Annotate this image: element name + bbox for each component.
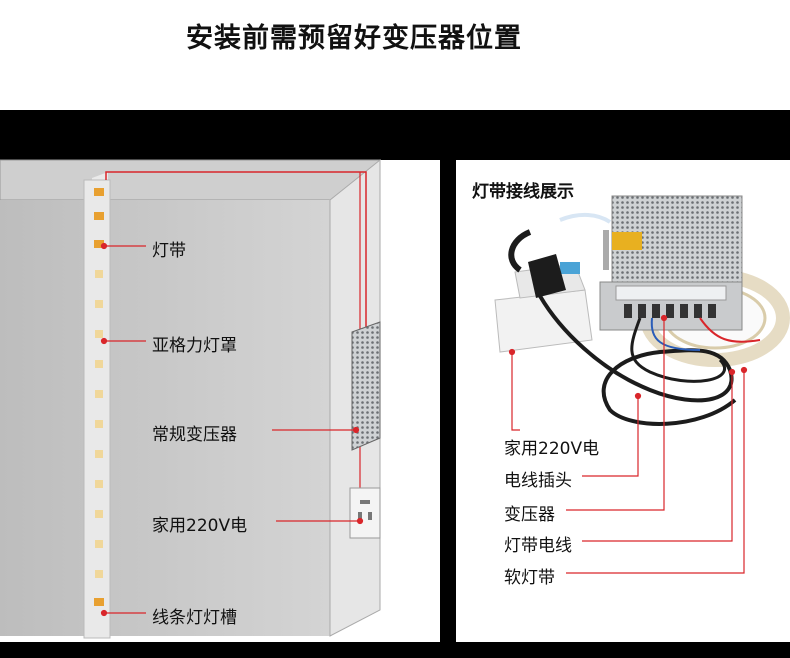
label-led-strip: 灯带 xyxy=(152,241,186,261)
label-soft-strip: 软灯带 xyxy=(504,568,555,588)
label-acrylic-cover: 亚格力灯罩 xyxy=(152,336,237,356)
label-right-power: 家用220V电 xyxy=(504,439,600,459)
wall-illustration xyxy=(0,158,381,639)
label-plug: 电线插头 xyxy=(504,471,572,491)
label-right-transformer: 变压器 xyxy=(504,505,555,525)
label-transformer: 常规变压器 xyxy=(152,425,237,445)
label-strip-wire: 灯带电线 xyxy=(504,536,572,556)
led-strip xyxy=(94,188,104,606)
page-title: 安装前需预留好变压器位置 xyxy=(186,23,522,54)
wiring-title: 灯带接线展示 xyxy=(472,182,574,202)
label-household-power: 家用220V电 xyxy=(152,516,248,536)
wiring-photo xyxy=(494,195,790,426)
label-light-groove: 线条灯灯槽 xyxy=(152,608,237,628)
